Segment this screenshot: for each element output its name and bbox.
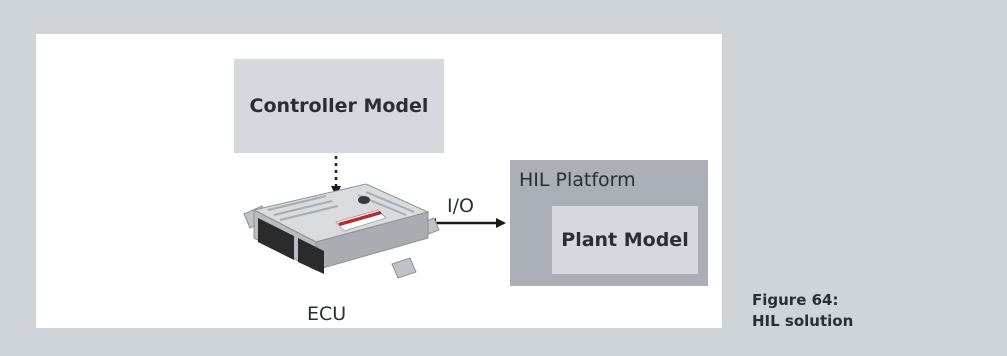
hil-platform-box: HIL Platform Plant Model	[510, 160, 708, 286]
plant-model-label: Plant Model	[561, 229, 689, 251]
controller-model-label: Controller Model	[249, 95, 429, 117]
figure-number: Figure 64:	[752, 291, 839, 309]
ecu-image	[243, 183, 440, 279]
figure-title: HIL solution	[752, 312, 854, 330]
io-label: I/O	[447, 195, 474, 217]
ecu-label: ECU	[307, 303, 347, 325]
plant-model-box: Plant Model	[552, 206, 698, 274]
controller-model-box: Controller Model	[234, 59, 444, 153]
hil-platform-label: HIL Platform	[519, 169, 636, 191]
figure-caption: Figure 64: HIL solution	[752, 290, 853, 332]
diagram-panel: Controller Model HIL Platform Plant Mode…	[36, 34, 722, 328]
diagram-connectors	[243, 156, 506, 279]
